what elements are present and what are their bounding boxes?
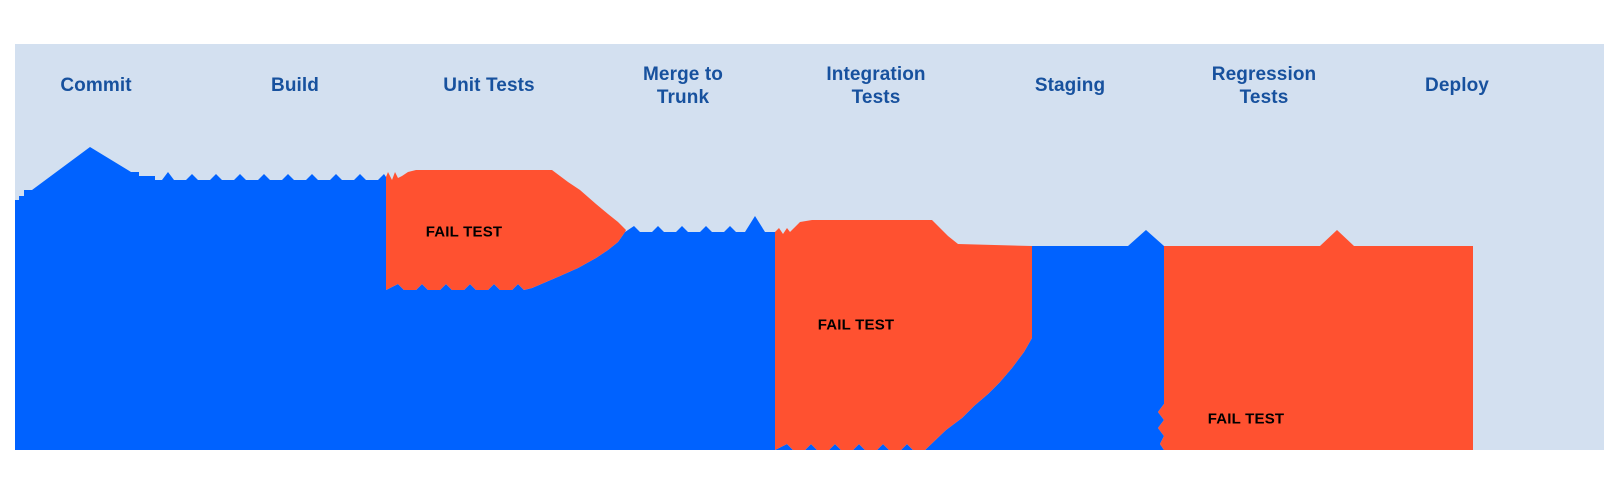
fail-region-integration-tests: [775, 220, 1032, 450]
stage-label-merge-to-trunk: Merge to Trunk: [643, 64, 723, 108]
stage-label-integration-tests: Integration Tests: [826, 64, 926, 108]
stage-label-regression-tests: Regression Tests: [1211, 64, 1317, 108]
pass-blue-area: [15, 147, 1164, 450]
stage-label-commit: Commit: [60, 75, 132, 96]
fail-test-label-unit-tests: FAIL TEST: [425, 223, 503, 241]
fail-region-unit-tests: [386, 170, 626, 290]
stage-label-staging: Staging: [1034, 75, 1106, 96]
fail-test-label-regression-tests: FAIL TEST: [1207, 410, 1285, 428]
stage-label-deploy: Deploy: [1425, 75, 1489, 96]
fail-test-label-integration-tests: FAIL TEST: [817, 316, 895, 334]
stage-label-build: Build: [271, 75, 319, 96]
stage-label-unit-tests: Unit Tests: [443, 75, 535, 96]
fail-region-regression-tests: [1158, 230, 1473, 450]
